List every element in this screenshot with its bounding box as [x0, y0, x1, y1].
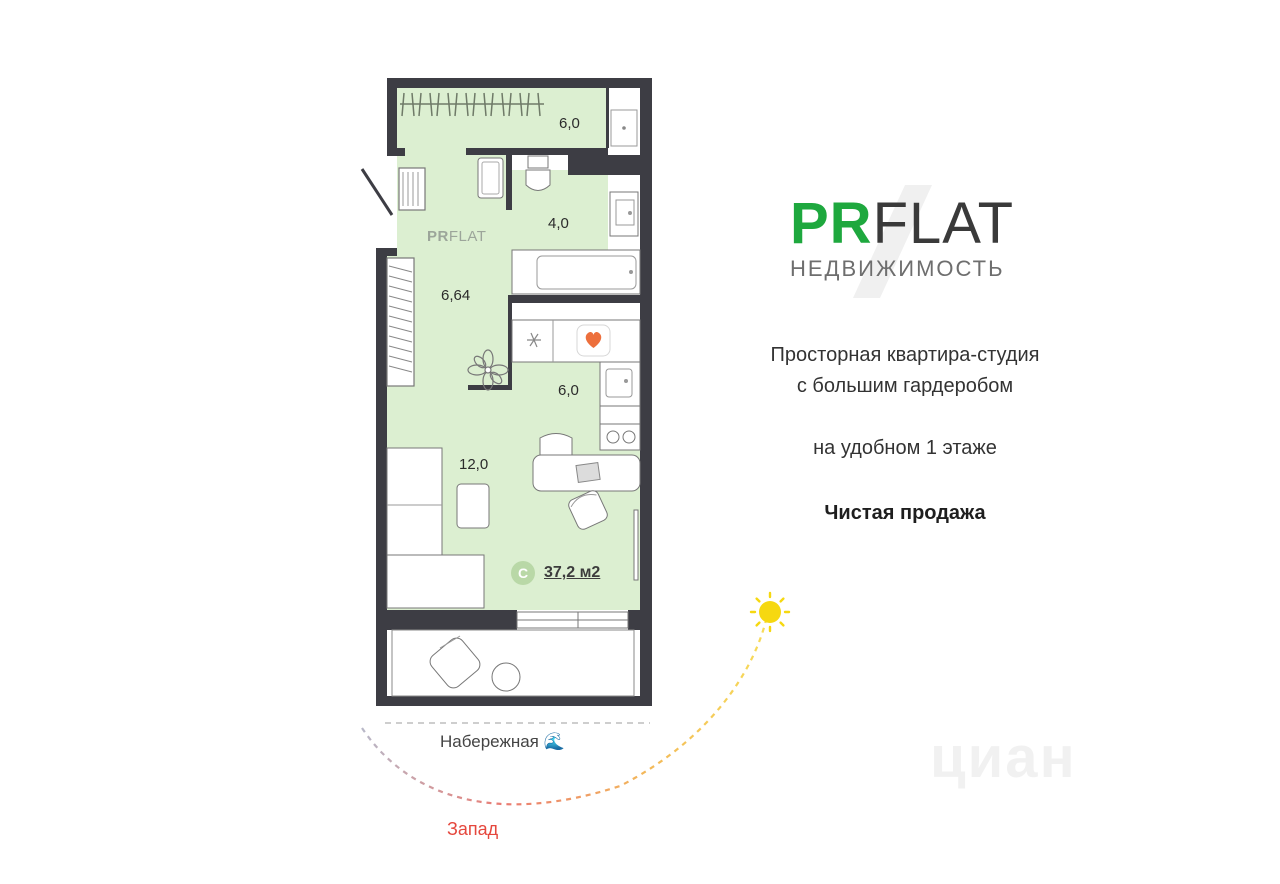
- kitchen-sink: [599, 361, 641, 407]
- utility-box: [610, 109, 638, 147]
- bathroom-sink: [477, 157, 504, 199]
- fridge-gap: [599, 405, 641, 425]
- cooktop: [599, 423, 641, 451]
- brand-subtitle: НЕДВИЖИМОСТЬ: [790, 256, 1005, 281]
- chair-top: [539, 433, 573, 456]
- brand-slash-bg: [853, 185, 932, 298]
- sun-icon: [749, 591, 791, 633]
- shoe-cabinet: [398, 167, 426, 211]
- chair-bottom: [568, 490, 608, 530]
- sun-path-arc: [361, 615, 769, 806]
- total-area-badge: С 37,2 м2: [511, 561, 600, 585]
- sale-type-text: Чистая продажа: [824, 502, 986, 524]
- bathtub: [511, 249, 641, 295]
- brand-logo: PRFLAT НЕДВИЖИМОСТЬ: [790, 188, 1014, 282]
- entrance-door: [360, 168, 394, 216]
- cian-watermark: циан: [930, 725, 1077, 790]
- window: [516, 611, 629, 629]
- heart-sticker: [576, 324, 611, 357]
- room-area-kitchen: 6,0: [558, 382, 579, 399]
- dining-table: [532, 454, 641, 492]
- washing-machine: [609, 191, 639, 237]
- description-headline: Просторная квартира-студия с большим гар…: [770, 344, 1040, 397]
- room-area-hall: 6,64: [441, 287, 471, 304]
- embankment-label: Набережная 🌊: [440, 732, 565, 751]
- wardrobe-rail: [400, 92, 544, 117]
- hall-closet: [386, 257, 415, 387]
- floor-text: на удобном 1 этаже: [813, 437, 997, 459]
- room-area-living: 12,0: [459, 456, 489, 473]
- balcony-door: [633, 509, 639, 581]
- studio-type-icon: С: [511, 561, 535, 585]
- total-area-value: 37,2 м2: [544, 564, 601, 581]
- room-area-bathroom: 4,0: [548, 215, 569, 232]
- sofa: [386, 447, 485, 609]
- brand-name: PRFLAT: [790, 191, 1015, 256]
- west-direction-label: Запад: [447, 819, 499, 839]
- plant: [467, 349, 509, 391]
- plan-watermark-logo: PRFLAT: [427, 228, 487, 245]
- kitchen-counter: [511, 319, 641, 363]
- coffee-table: [456, 483, 490, 529]
- toilet: [525, 155, 551, 191]
- balcony: [391, 629, 635, 697]
- room-area-wardrobe: 6,0: [559, 115, 580, 132]
